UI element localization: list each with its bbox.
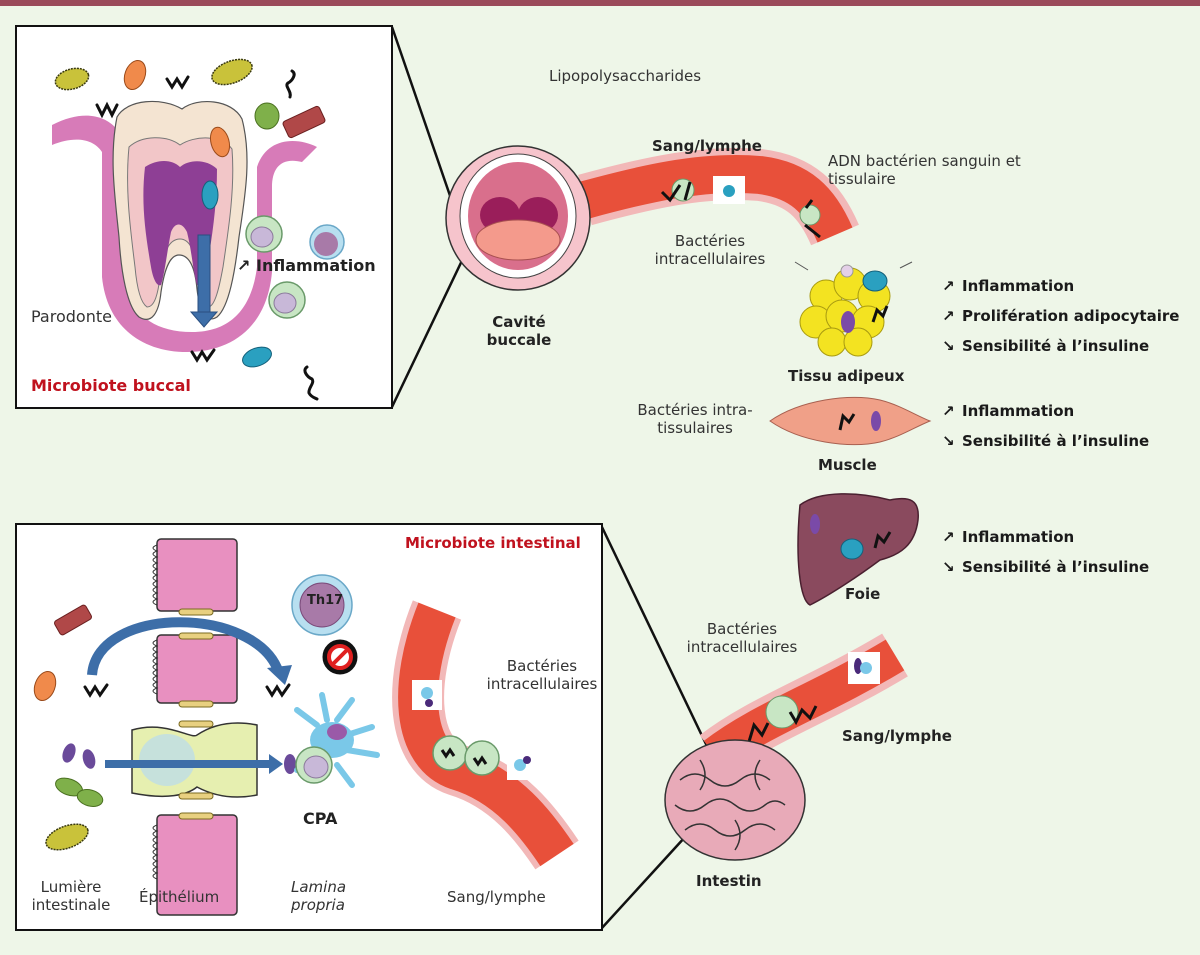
bacteria-oval-green-icon [254, 102, 280, 130]
muscle-effects-list: ↗Inflammation ↘Sensibilité à l’insuline [942, 396, 1149, 456]
dendritic-cell-icon [294, 692, 380, 788]
bacteria-rod-red-icon [54, 604, 92, 636]
adipose-tissue-label: Tissu adipeux [788, 367, 905, 385]
blood-lymph-bottom-label: Sang/lymphe [842, 727, 952, 745]
bacteria-oval-orange-icon [209, 126, 231, 158]
decrease-arrow-icon: ↘ [942, 432, 955, 450]
infected-macrophage-icon [432, 735, 468, 771]
lamina-propria-label: Lamina propria [291, 878, 347, 914]
intra-tissue-bacteria-label: Bactéries intra-tissulaires [637, 401, 753, 437]
bacteria-rod-hairy-icon [54, 67, 90, 91]
epithelium-icon [131, 538, 258, 916]
intracellular-bacteria-bottom-label: Bactéries intracellulaires [686, 620, 798, 656]
th17-label: Th17 [307, 593, 344, 608]
intestinal-connector-top [599, 524, 730, 791]
intestinal-microbiota-panel: Microbiote intestinal Th17 CPA Bactéries… [15, 523, 603, 931]
bacterial-dna-icon [165, 75, 190, 90]
bacteria-oval-blue-icon [201, 180, 219, 210]
intestine-label: Intestin [696, 872, 762, 890]
decrease-arrow-icon: ↘ [942, 558, 955, 576]
intracellular-bacteria-label: Bactéries intracellulaires [486, 657, 598, 693]
bacterial-dna-icon [303, 365, 319, 401]
bacterial-dna-icon [285, 69, 296, 99]
effect-item: ↘Sensibilité à l’insuline [942, 552, 1149, 582]
effect-item: ↘Sensibilité à l’insuline [942, 331, 1179, 361]
increase-arrow-icon: ↗ [237, 256, 251, 275]
effect-item: ↗Inflammation [942, 271, 1179, 301]
bacterial-dna-icon [95, 101, 119, 119]
increase-arrow-icon: ↗ [942, 307, 955, 325]
bacterial-dna-icon [472, 755, 488, 767]
bacterial-dna-icon [190, 348, 216, 363]
top-border [0, 0, 1200, 6]
bacteria-rod-red-icon [282, 105, 326, 139]
oral-connector-bottom [390, 247, 470, 408]
bacterial-dna-label: ADN bactérien sanguin et tissulaire [828, 152, 1021, 188]
oral-microbiota-panel: Parodonte ↗ Inflammation Microbiote bucc… [15, 25, 393, 409]
tight-junction-icon [178, 812, 214, 820]
effect-item: ↘Sensibilité à l’insuline [942, 426, 1149, 456]
bacteria-oval-purple-icon [82, 749, 96, 769]
tight-junction-icon [178, 700, 214, 708]
transcellular-arrow-icon [105, 760, 270, 768]
bacteria-rod-hairy-icon [211, 58, 253, 86]
blood-lymph-top-label: Sang/lymphe [652, 137, 762, 155]
tight-junction-icon [178, 792, 214, 800]
liver-effects-list: ↗Inflammation ↘Sensibilité à l’insuline [942, 522, 1149, 582]
lipopolysaccharides-label: Lipopolysaccharides [549, 67, 702, 85]
bacteria-oval-blue-icon [242, 346, 272, 368]
intestinal-panel-title: Microbiote intestinal [405, 534, 581, 552]
epithelium-label: Épithélium [139, 888, 220, 906]
adipose-effects-list: ↗Inflammation ↗Prolifération adipocytair… [942, 271, 1179, 361]
decrease-arrow-icon: ↘ [942, 337, 955, 355]
increase-arrow-icon: ↗ [942, 528, 955, 546]
lumen-label: Lumière intestinale [31, 878, 111, 914]
blood-lymph-label: Sang/lymphe [447, 888, 546, 906]
bacterial-dna-icon [440, 747, 456, 759]
tight-junction-icon [178, 632, 214, 640]
bacterial-dna-icon [83, 683, 109, 698]
periodontium-label: Parodonte [31, 307, 112, 326]
effect-item: ↗Prolifération adipocytaire [942, 301, 1179, 331]
increase-arrow-icon: ↗ [942, 402, 955, 420]
bacteria-rod-hairy-icon [45, 823, 89, 851]
intestinal-illustration [33, 538, 579, 916]
intestinal-connector-bottom [600, 789, 729, 930]
liver-label: Foie [845, 585, 881, 603]
oral-illustration [52, 58, 345, 401]
tight-junction-icon [178, 720, 214, 728]
intracellular-bacteria-top-label: Bactéries intracellulaires [654, 232, 766, 268]
translocation-arrow-icon [197, 234, 211, 316]
paracellular-arrow-icon [87, 617, 284, 676]
bacteria-oval-purple-icon [62, 743, 76, 763]
bacterial-dna-icon [265, 683, 291, 698]
bacteria-oval-purple-icon [284, 754, 296, 774]
increase-arrow-icon: ↗ [942, 277, 955, 295]
bacteria-oval-orange-icon [123, 59, 147, 91]
effect-item: ↗Inflammation [942, 522, 1149, 552]
effect-item: ↗Inflammation [942, 396, 1149, 426]
apc-label: CPA [303, 809, 338, 828]
bacteria-oval-orange-icon [33, 670, 57, 702]
oral-connector-top [390, 26, 470, 249]
muscle-label: Muscle [818, 456, 877, 474]
oral-panel-title: Microbiote buccal [31, 376, 191, 395]
oral-cavity-label: Cavité buccale [486, 313, 552, 349]
inflammation-effect: ↗ Inflammation [237, 256, 376, 275]
tight-junction-icon [178, 608, 214, 616]
